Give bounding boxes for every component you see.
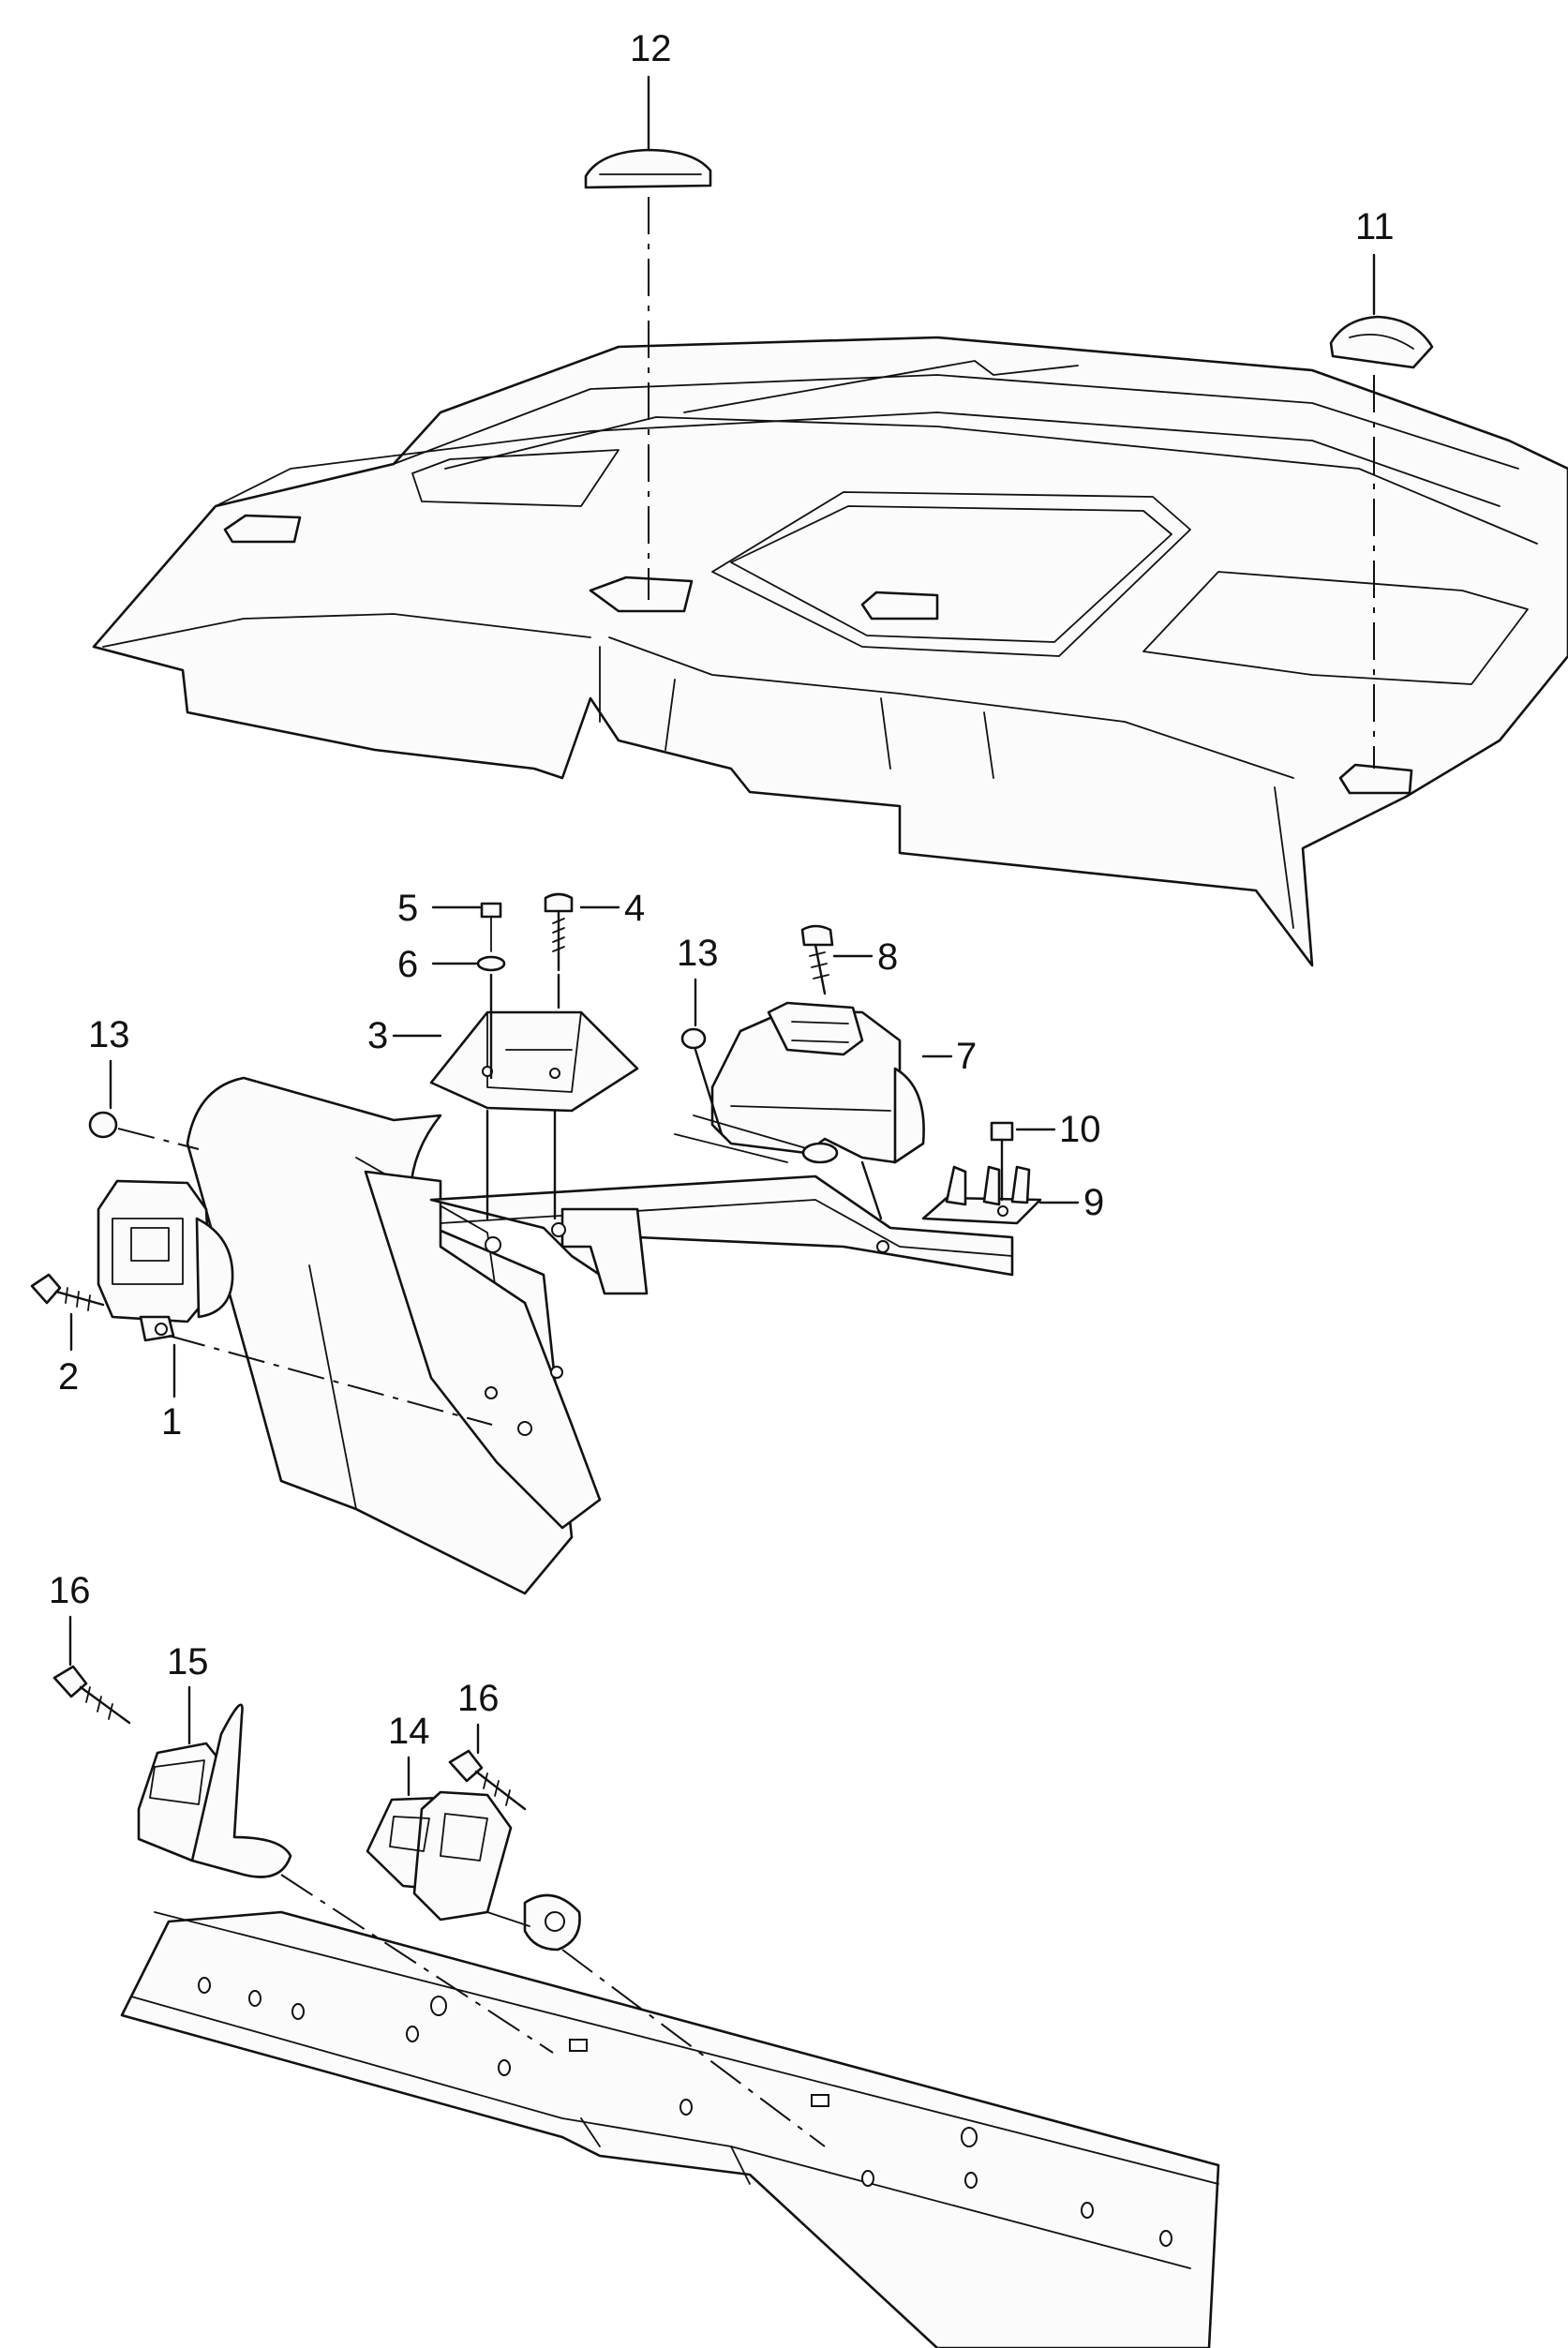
callout-11: 11 [1355,206,1395,247]
callout-3: 3 [367,1015,388,1056]
callout-numbers: 12 11 5 4 6 3 13 8 7 10 9 13 2 1 16 15 1… [49,28,1395,1752]
callout-16-right: 16 [457,1678,500,1719]
part-1-belt-retractor [97,1179,234,1342]
part-5-bolt [480,902,502,952]
parcel-shelf [92,336,1568,967]
callout-14: 14 [388,1711,430,1752]
callout-13-center: 13 [677,933,719,974]
callout-9: 9 [1083,1182,1104,1223]
part-8-screw [800,924,834,995]
callout-6: 6 [397,944,418,985]
part-7-belt-retractor [674,1001,925,1164]
fit-line-retractor-7 [860,1160,883,1220]
fitting-line-1 [168,1335,493,1426]
fitting-line-13-left [117,1128,200,1150]
part-16-bolt-right [448,1749,527,1811]
callout-10: 10 [1059,1109,1101,1150]
part-16-bolt-left [52,1665,131,1725]
part-15-belt-buckle [137,1703,292,1878]
part-12-cover-cap [584,148,712,189]
callout-16-left: 16 [49,1570,91,1611]
callout-5: 5 [397,888,418,929]
floor-rail [120,1910,1220,2348]
part-6-washer [476,955,506,972]
callout-1: 1 [161,1401,182,1443]
part-13-plug-center [680,1027,724,1136]
callout-4: 4 [624,888,645,929]
fitting-line-15 [280,1874,554,2054]
part-2-bolt [30,1273,105,1311]
part-10-bolt [990,1121,1014,1202]
part-9-clip-bracket [921,1165,1042,1225]
rear-pillar-body [186,1076,1014,1595]
fitting-line-14 [561,1949,826,2147]
callout-12: 12 [630,28,672,69]
part-3-mounting-bracket [429,1010,639,1113]
callout-8: 8 [877,936,898,978]
part-14-double-buckle [366,1790,581,1952]
callout-13-left: 13 [88,1014,130,1055]
callout-15: 15 [167,1641,209,1682]
callout-7: 7 [956,1036,977,1077]
part-4-screw [544,892,574,972]
callout-2: 2 [58,1356,79,1398]
callout-leader-lines [68,75,1376,1797]
part-11-cover-cap [1329,315,1434,369]
part-13-plug-left [88,1111,118,1139]
